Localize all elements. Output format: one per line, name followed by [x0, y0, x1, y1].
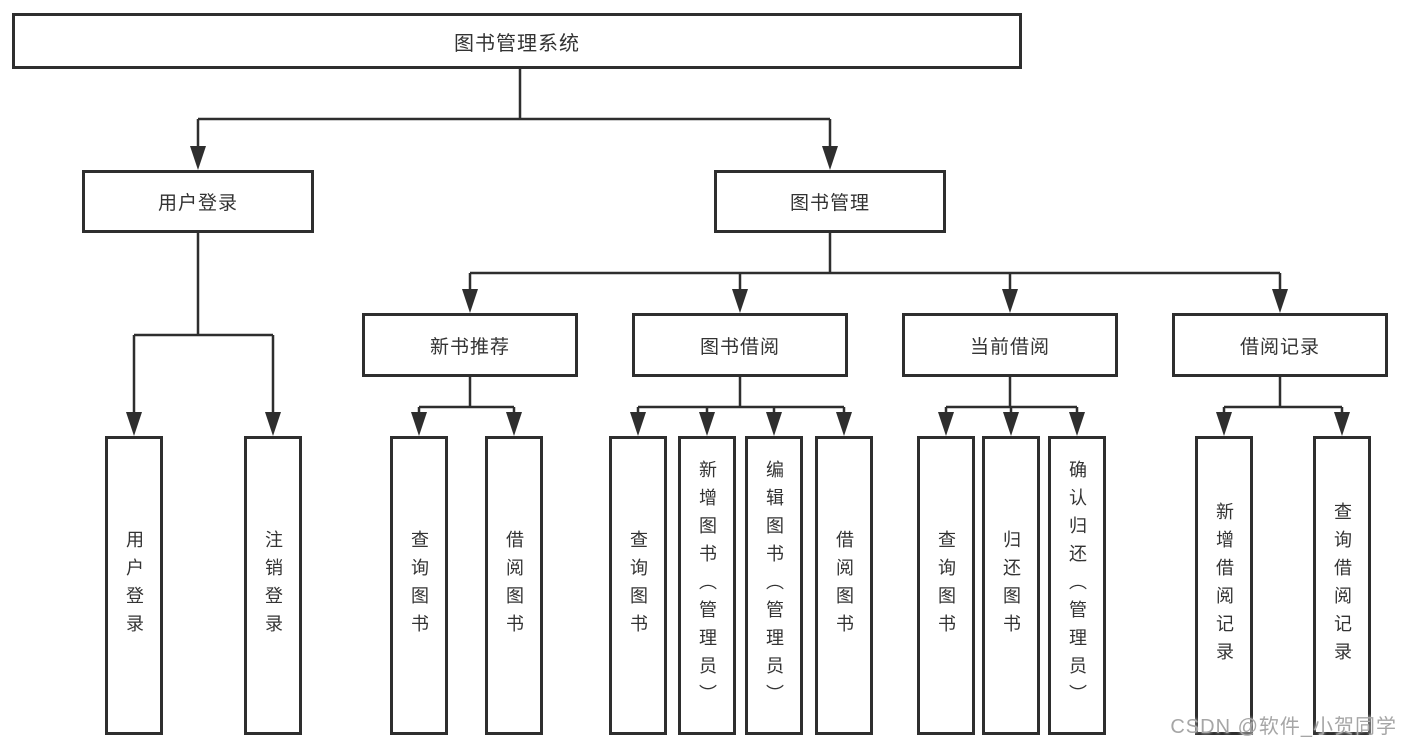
leaf-user-login: 用户登录: [105, 436, 163, 735]
leaf-borrow-books: 借阅图书: [815, 436, 873, 735]
leaf-edit-book-admin: 编辑图书（管理员）: [745, 436, 803, 735]
csdn-watermark: CSDN @软件_小贺同学: [1170, 716, 1397, 738]
leaf-confirm-return-admin: 确认归还（管理员）: [1048, 436, 1106, 735]
node-book-borrow: 图书借阅: [632, 313, 848, 377]
tree-edges: [132, 69, 1344, 420]
arrowheads: [126, 146, 1350, 436]
leaf-query-borrow-record: 查询借阅记录: [1313, 436, 1371, 735]
leaf-add-borrow-record: 新增借阅记录: [1195, 436, 1253, 735]
leaf-logout: 注销登录: [244, 436, 302, 735]
leaf-borrow-books-recommend: 借阅图书: [485, 436, 543, 735]
node-borrow-records: 借阅记录: [1172, 313, 1388, 377]
leaf-return-book: 归还图书: [982, 436, 1040, 735]
leaf-query-books-borrow: 查询图书: [609, 436, 667, 735]
node-current-borrow: 当前借阅: [902, 313, 1118, 377]
leaf-query-books-recommend: 查询图书: [390, 436, 448, 735]
node-new-book-recommend: 新书推荐: [362, 313, 578, 377]
node-user-login: 用户登录: [82, 170, 314, 233]
leaf-add-book-admin: 新增图书（管理员）: [678, 436, 736, 735]
node-root-library-system: 图书管理系统: [12, 13, 1022, 69]
leaf-query-books-current: 查询图书: [917, 436, 975, 735]
node-book-management: 图书管理: [714, 170, 946, 233]
